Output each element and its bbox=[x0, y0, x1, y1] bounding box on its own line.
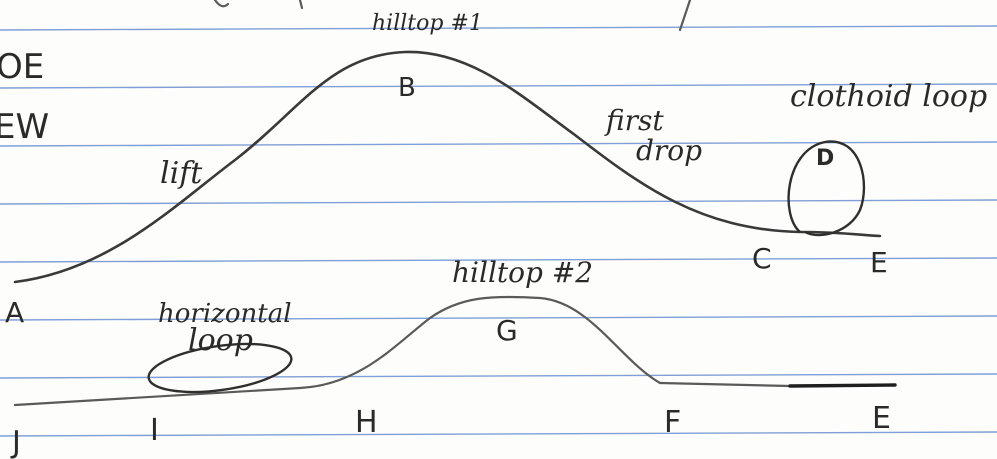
hilltop-2-label: hilltop #2 bbox=[452, 256, 593, 289]
point-e-lower-label: E bbox=[872, 401, 891, 436]
point-b-label: B bbox=[398, 73, 416, 103]
fragment-oe: OE bbox=[0, 47, 44, 87]
first-drop-label-2: drop bbox=[636, 134, 702, 167]
top-scribble bbox=[213, 0, 230, 8]
point-e-upper-label: E bbox=[870, 246, 888, 279]
point-c-label: C bbox=[752, 242, 772, 275]
point-i-label: I bbox=[150, 413, 159, 448]
horizontal-loop-label-2: loop bbox=[188, 323, 253, 358]
point-j-label: J bbox=[10, 425, 21, 459]
top-scribble bbox=[678, 0, 692, 32]
upper-track bbox=[13, 50, 882, 284]
point-h-label: H bbox=[355, 405, 378, 440]
clothoid-loop-label: clothoid loop bbox=[790, 79, 987, 114]
horizontal-loop-label-1: horizontal bbox=[158, 299, 292, 329]
horizontal-loop bbox=[147, 342, 293, 394]
lift-label: lift bbox=[160, 156, 203, 191]
clothoid-loop bbox=[787, 140, 866, 237]
point-g-label: G bbox=[496, 314, 518, 347]
fragment-ew: EW bbox=[0, 107, 49, 147]
point-a-label: A bbox=[5, 296, 24, 329]
first-drop-label-1: first bbox=[604, 104, 664, 137]
top-scribble bbox=[298, 0, 304, 10]
ruled-lines bbox=[0, 25, 997, 437]
point-d-label: D bbox=[816, 146, 834, 171]
hilltop-1-label: hilltop #1 bbox=[372, 11, 483, 36]
lower-track-end-heavy bbox=[788, 383, 897, 388]
lower-track bbox=[13, 295, 662, 407]
lower-track-end bbox=[658, 381, 792, 388]
point-f-label: F bbox=[664, 405, 681, 440]
